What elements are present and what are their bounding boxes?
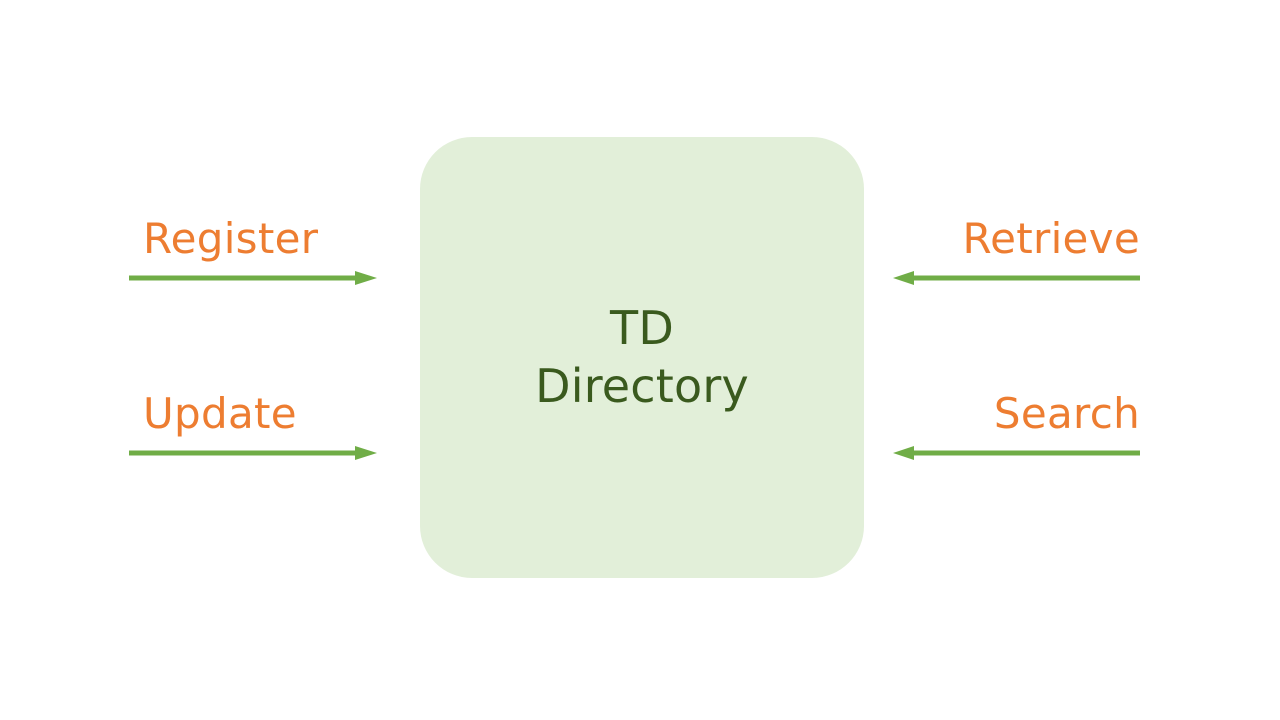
arrow-left-icon-search	[893, 446, 1140, 460]
flow-label-register: Register	[143, 214, 319, 263]
arrow-left-icon-retrieve	[893, 271, 1140, 285]
flow-search[interactable]: Search	[893, 388, 1140, 508]
td-directory-node-label: TD Directory	[535, 301, 749, 413]
flow-retrieve[interactable]: Retrieve	[893, 213, 1140, 333]
td-directory-node[interactable]: TD Directory	[420, 137, 864, 578]
flow-label-search: Search	[993, 389, 1140, 438]
flow-update[interactable]: Update	[129, 388, 377, 508]
arrow-right-icon-register	[129, 271, 377, 285]
flow-register[interactable]: Register	[129, 213, 377, 333]
flow-label-retrieve: Retrieve	[962, 214, 1140, 263]
flow-label-update: Update	[143, 389, 297, 438]
arrow-right-icon-update	[129, 446, 377, 460]
